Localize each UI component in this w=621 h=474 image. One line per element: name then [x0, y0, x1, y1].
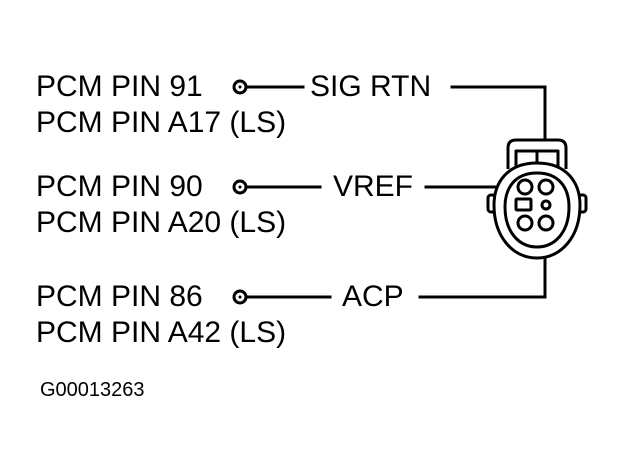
- terminal-pin-86: [232, 289, 248, 305]
- acp-label: ACP: [342, 280, 404, 313]
- terminal-pin-90: [232, 179, 248, 195]
- pcm-pin-91-label: PCM PIN 91: [36, 70, 203, 103]
- pcm-pin-86-label: PCM PIN 86: [36, 280, 203, 313]
- pcm-pin-a20-label: PCM PIN A20 (LS): [36, 206, 287, 239]
- terminal-pin-91: [232, 79, 248, 95]
- sensor-connector: [486, 138, 588, 260]
- sig-rtn-label: SIG RTN: [310, 70, 432, 103]
- figure-id: G00013263: [40, 379, 145, 401]
- pcm-pin-a17-label: PCM PIN A17 (LS): [36, 106, 287, 139]
- pcm-pin-a42-label: PCM PIN A42 (LS): [36, 316, 287, 349]
- pcm-pin-90-label: PCM PIN 90: [36, 170, 203, 203]
- vref-label: VREF: [333, 170, 414, 203]
